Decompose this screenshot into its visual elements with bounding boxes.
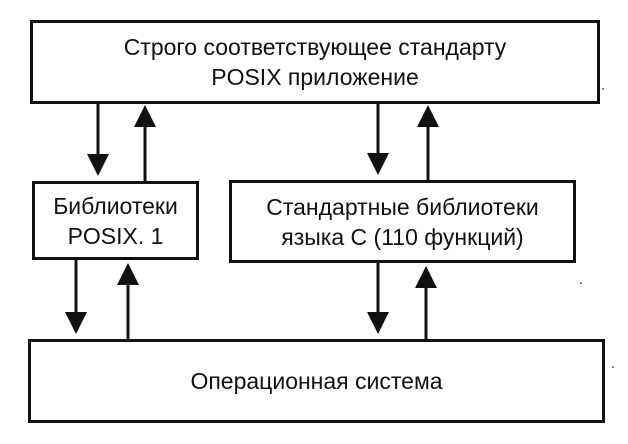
- posix-application-label-line2: POSIX приложение: [211, 64, 419, 90]
- arrow-app-to-stdc-libs: [367, 104, 389, 175]
- posix-application-label-line1: Строго соответствующее стандарту: [123, 34, 507, 60]
- scan-speck: [602, 88, 604, 90]
- arrow-app-to-posix-libs: [87, 104, 109, 176]
- posix-libraries-label-line2: POSIX. 1: [67, 222, 164, 249]
- arrow-stdc-libs-to-app: [417, 105, 439, 180]
- arrow-posix-libs-to-app: [134, 105, 156, 181]
- arrow-os-to-stdc-libs: [415, 266, 437, 339]
- c-standard-libraries-label-line2: языка С (110 функций): [281, 223, 524, 250]
- scan-speck: [580, 282, 582, 284]
- operating-system-label: Операционная система: [190, 368, 443, 394]
- arrow-stdc-libs-to-os: [367, 263, 389, 334]
- c-standard-libraries-label-line1: Стандартные библиотеки: [266, 193, 539, 220]
- arrow-os-to-posix-libs: [117, 263, 139, 339]
- posix-application-box: Строго соответствующее стандарту POSIX п…: [30, 20, 600, 104]
- posix-libraries-label-line1: Библиотеки: [53, 192, 178, 219]
- c-standard-libraries-box: Стандартные библиотеки языка С (110 функ…: [229, 180, 576, 263]
- scan-speck: [612, 366, 614, 368]
- posix-libraries-box: Библиотеки POSIX. 1: [32, 181, 199, 260]
- operating-system-box: Операционная система: [28, 339, 605, 423]
- arrow-posix-libs-to-os: [65, 260, 87, 334]
